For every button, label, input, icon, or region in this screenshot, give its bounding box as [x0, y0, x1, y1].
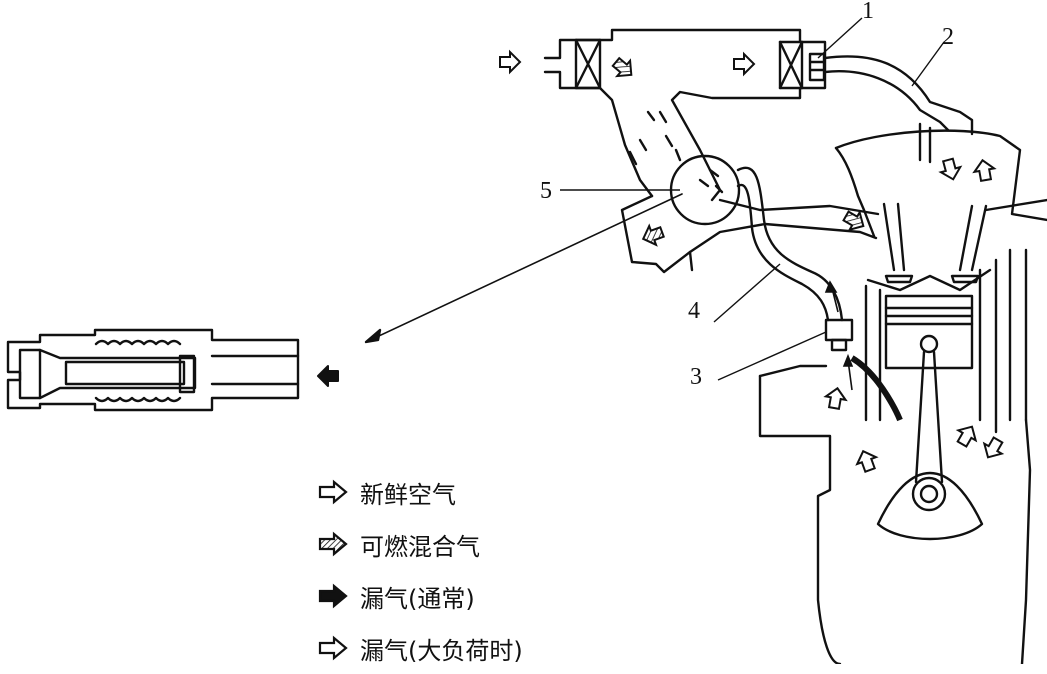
callouts [560, 17, 945, 381]
throttle-valve-circle [669, 154, 741, 226]
air-cleaner-duct [543, 28, 827, 202]
legend-label-blowby-heavy: 漏气(大负荷时) [360, 636, 523, 665]
pcv-hose [736, 166, 844, 322]
legend-row-fresh-air: 新鲜空气 [316, 466, 616, 518]
legend: 新鲜空气 可燃混合气 漏气(通常) 漏气(大负荷时) [316, 466, 616, 674]
hollow-arrow-icon [318, 635, 348, 661]
legend-row-mixture: 可燃混合气 [316, 518, 616, 570]
blowby-flow-arrows [824, 280, 903, 422]
callout-3: 3 [690, 364, 702, 390]
legend-label-mixture: 可燃混合气 [360, 532, 480, 561]
legend-label-fresh-air: 新鲜空气 [360, 480, 456, 509]
legend-row-blowby-heavy: 漏气(大负荷时) [316, 622, 616, 674]
solid-arrow-icon [318, 583, 348, 609]
engine-block [758, 126, 1047, 664]
hatched-arrow-icon [318, 531, 348, 557]
pcv-valve [824, 318, 854, 352]
callout-5: 5 [540, 178, 552, 204]
callout-2: 2 [942, 24, 954, 50]
legend-label-blowby-normal: 漏气(通常) [360, 584, 475, 613]
pcv-valve-enlarged [6, 328, 300, 412]
callout-4: 4 [688, 298, 700, 324]
blowby-normal-arrow-icon [316, 364, 340, 388]
callout-1: 1 [862, 0, 874, 24]
mixture-arrows [608, 53, 870, 250]
legend-row-blowby-normal: 漏气(通常) [316, 570, 616, 622]
intake-manifold [620, 154, 880, 274]
hollow-arrow-icon [318, 479, 348, 505]
fresh-air-hose [823, 55, 974, 162]
